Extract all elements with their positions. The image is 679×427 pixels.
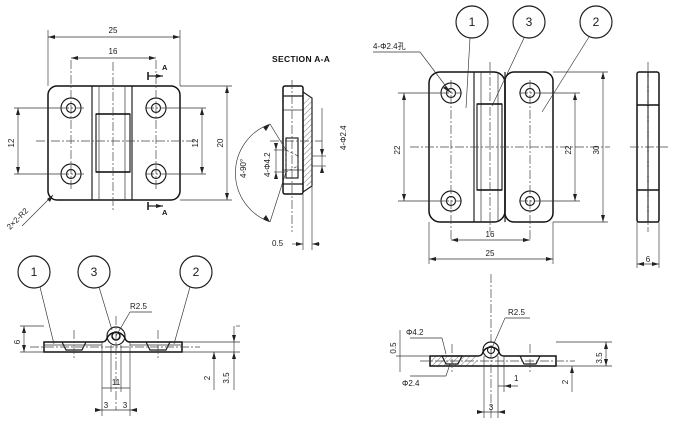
svg-text:3: 3 [526, 15, 533, 29]
dim-width: 25 [486, 249, 495, 258]
right-bottom-section: R2.5 Φ4.2 0.5 Φ2.4 3.5 2 1 3 [389, 274, 612, 418]
dim-plate-total: 3.5 [595, 352, 604, 364]
dim-plate-total: 3.5 [222, 372, 231, 384]
dim-height-left: 22 [393, 145, 402, 154]
dim-offset: 0.5 [389, 342, 398, 354]
svg-text:1: 1 [31, 265, 38, 279]
svg-text:1: 1 [469, 15, 476, 29]
dim-hinge-radius: R2.5 [130, 302, 147, 311]
corner-radius-note: 2×2-R2 [5, 206, 30, 231]
section-mark-bottom: A [162, 208, 168, 217]
left-side-view: 1 3 2 R2.5 6 2 3.5 [13, 255, 240, 416]
dim-height: 20 [216, 138, 225, 147]
dim-left-offset: 3 [104, 401, 109, 410]
dim-height-right: 22 [564, 145, 573, 154]
section-mark-top: A [162, 63, 168, 72]
part-balloon-1: 1 [17, 255, 55, 345]
dim-side-width: 6 [646, 255, 651, 264]
part-balloon-2: 2 [173, 255, 213, 345]
part-balloon-3: 3 [77, 255, 113, 331]
svg-text:2: 2 [593, 15, 600, 29]
right-profile-view: 6 [630, 62, 668, 268]
hole-note: 4-Φ2.4孔 [373, 42, 406, 51]
dim-hinge-width: 16 [486, 230, 495, 239]
dim-pin: 11 [112, 378, 121, 387]
dim-plate: 2 [561, 379, 570, 384]
dim-offset: 0.5 [272, 239, 284, 248]
dim-gap: 1 [514, 374, 519, 383]
dim-right-offset: 3 [123, 401, 128, 410]
dim-small-dia: Φ2.4 [402, 379, 420, 388]
dim-hole-spacing: 12 [191, 138, 200, 147]
dim-width: 25 [109, 26, 118, 35]
svg-text:3: 3 [91, 265, 98, 279]
left-front-view: 25 16 20 12 12 2×2-R2 A A [5, 26, 232, 231]
dim-thickness: 6 [13, 339, 22, 344]
right-front-view: 1 3 2 4-Φ2.4孔 22 22 [373, 5, 613, 264]
part-balloon-3: 3 [491, 5, 546, 107]
part-balloon-2: 2 [541, 5, 613, 113]
dim-hinge-radius: R2.5 [508, 308, 525, 317]
dim-hole-dia: 4-Φ4.2 [263, 152, 272, 177]
dim-plate: 2 [203, 375, 212, 380]
dim-cs-dia: Φ4.2 [406, 328, 424, 337]
part-balloon-1: 1 [455, 5, 489, 109]
dim-cs-dia: 4-Φ2.4 [339, 125, 348, 150]
section-view: SECTION A-A 4-90° 4-Φ4.2 4-Φ2.4 [235, 54, 348, 250]
section-title: SECTION A-A [272, 54, 330, 64]
svg-text:2: 2 [193, 265, 200, 279]
dim-hole-spacing-left: 12 [7, 138, 16, 147]
dim-angle: 4-90° [239, 159, 248, 178]
dim-hinge-width: 16 [109, 47, 118, 56]
dim-pin: 3 [489, 403, 494, 412]
dim-height-total: 30 [592, 145, 601, 154]
